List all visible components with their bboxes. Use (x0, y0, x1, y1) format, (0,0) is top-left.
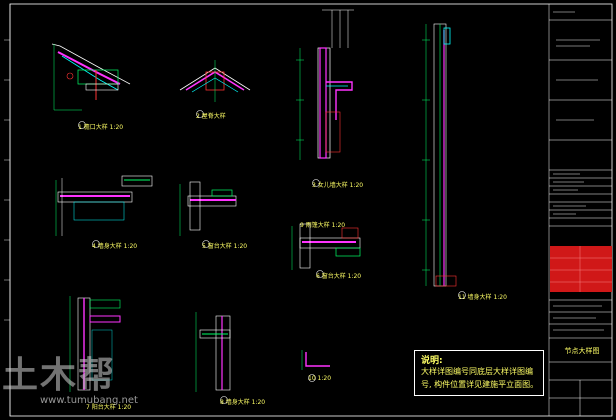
detail-4-wall (55, 175, 153, 248)
detail-7-balcony (69, 296, 121, 392)
notes-title: 说明: (421, 356, 443, 366)
drawing-name: 节点大样图 (564, 347, 600, 355)
detail-caption-1: 1 檐口大样 1:20 (78, 124, 124, 131)
detail-caption-8: 8 墙身大样 1:20 (220, 399, 266, 406)
detail-10 (301, 350, 330, 382)
detail-5-sill (179, 181, 237, 248)
detail-caption-2: 2 屋脊大样 (196, 113, 226, 120)
title-block (548, 4, 612, 416)
title-block-red-zone (550, 246, 612, 292)
notes-line-2: 号, 构件位置详见建施平立面图。 (421, 380, 539, 389)
watermark-url: www.tumubang.net (40, 395, 138, 406)
title-block-text-lines (553, 11, 604, 331)
detail-caption-9: 9 雨篷大样 1:20 (300, 222, 346, 229)
detail-caption-7: 7 阳台大样 1:20 (86, 404, 132, 411)
detail-2-ridge (179, 60, 251, 118)
general-notes-box: 说明: 大样详图编号同底层大样详图编 号, 构件位置详见建施平立面图。 (414, 350, 544, 396)
detail-3-parapet (296, 9, 354, 187)
detail-caption-5: 5 窗台大样 1:20 (202, 243, 248, 250)
detail-caption-10: 10 1:20 (308, 375, 332, 382)
detail-caption-6: 6 窗台大样 1:20 (316, 273, 362, 280)
detail-8-wall (195, 312, 231, 404)
detail-caption-3: 3 女儿墙大样 1:20 (312, 182, 364, 189)
watermark-logo: 土木帮 (2, 355, 117, 396)
notes-line-1: 大样详图编号同底层大样详图编 (421, 367, 533, 376)
detail-caption-11: 11 墙身大样 1:20 (458, 294, 507, 301)
detail-6-sill (291, 223, 361, 278)
detail-caption-4: 4 墙身大样 1:20 (92, 243, 138, 250)
tall-wall-section (422, 23, 466, 299)
detail-1-eave (51, 43, 131, 129)
